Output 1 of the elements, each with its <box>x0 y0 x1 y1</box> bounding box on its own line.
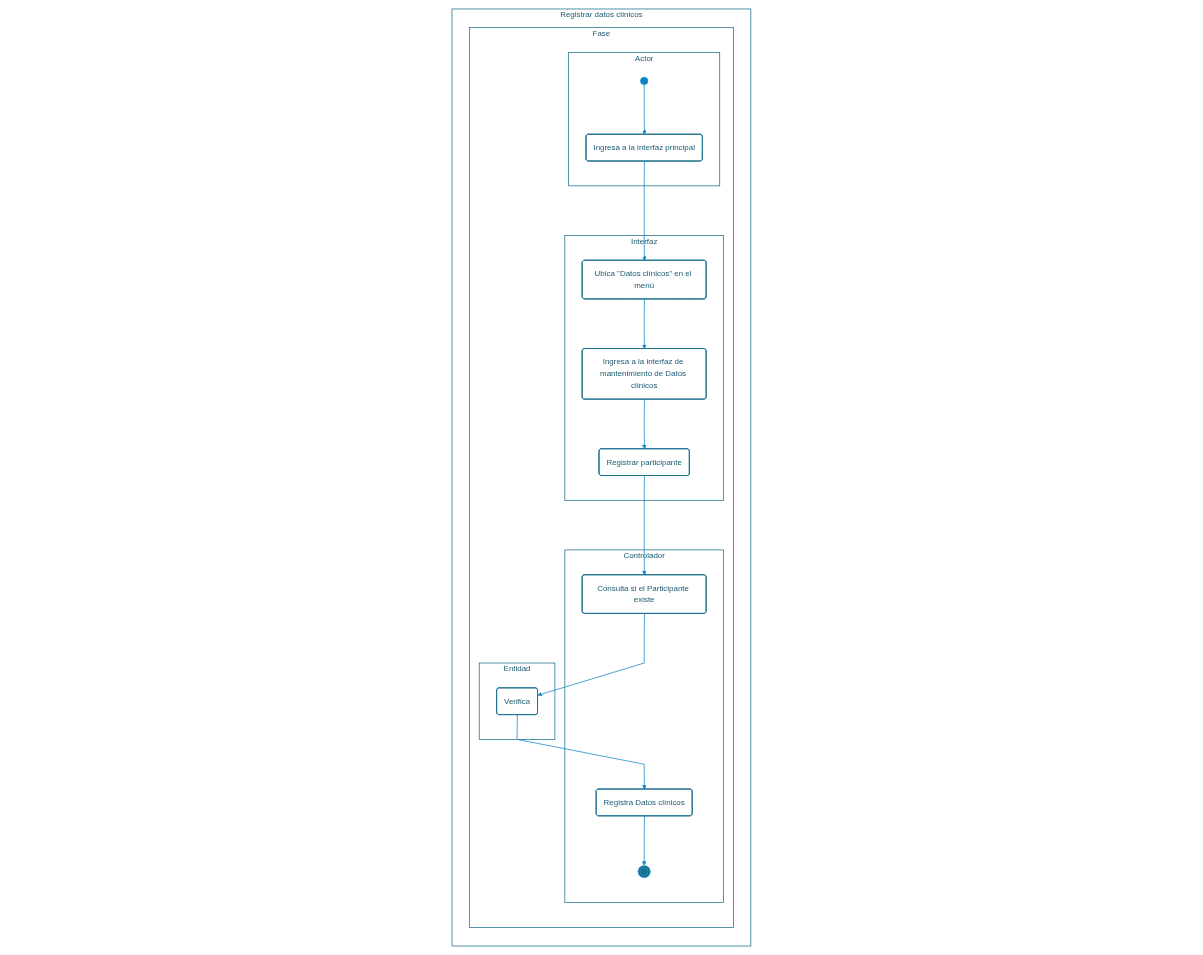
node-circle <box>640 76 649 85</box>
